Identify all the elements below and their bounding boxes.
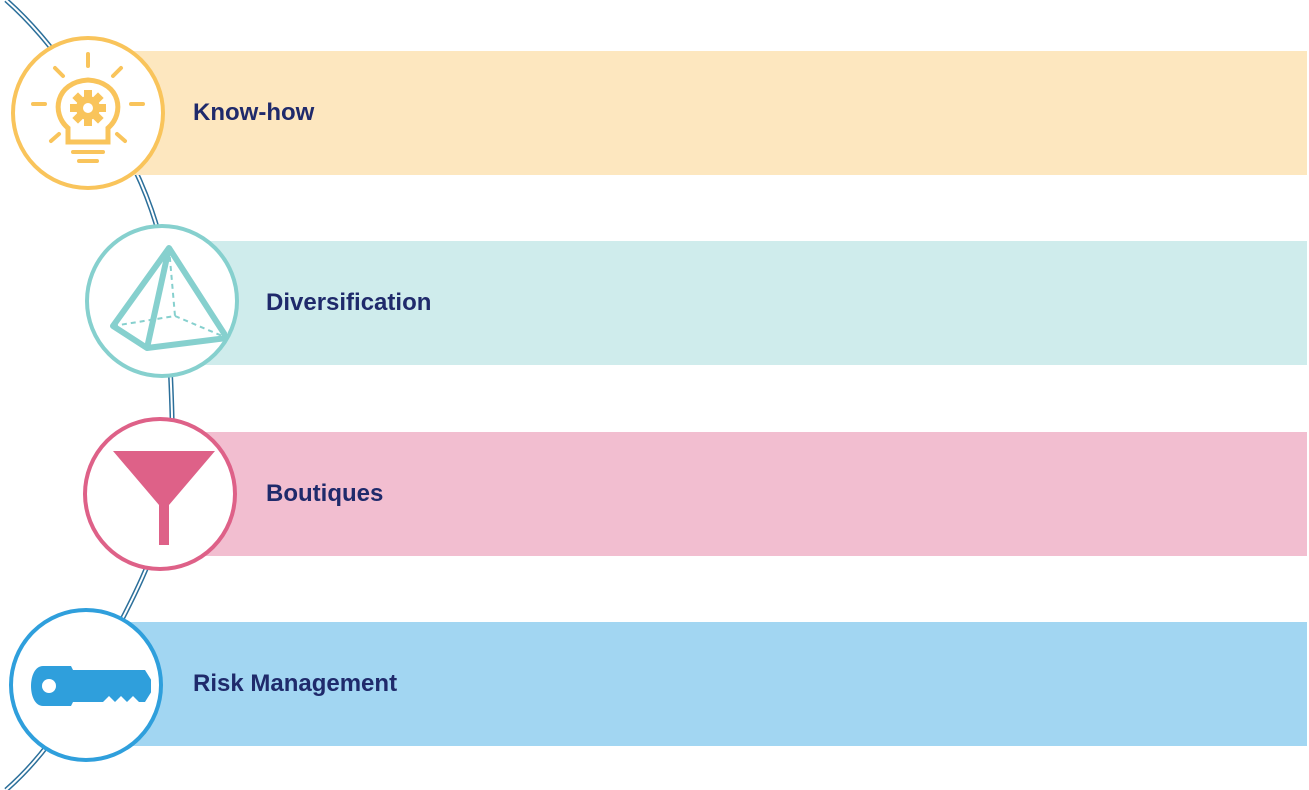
badge-diversification xyxy=(85,224,239,378)
band-label-know-how: Know-how xyxy=(193,99,315,126)
band-diversification: Diversification xyxy=(164,241,1307,365)
band-label-boutiques: Boutiques xyxy=(266,480,384,507)
key-icon xyxy=(31,666,151,706)
band-know-how: Know-how xyxy=(88,51,1307,175)
pyramid-icon xyxy=(110,245,227,351)
funnel-icon xyxy=(113,451,215,545)
lightbulb-gear-icon xyxy=(31,52,145,163)
badge-risk-management xyxy=(9,608,163,762)
badge-boutiques xyxy=(83,417,237,571)
band-risk-management: Risk Management xyxy=(88,622,1307,746)
band-label-diversification: Diversification xyxy=(266,289,432,316)
band-label-risk-management: Risk Management xyxy=(193,670,398,697)
badge-know-how xyxy=(11,36,165,190)
band-boutiques: Boutiques xyxy=(164,432,1307,556)
